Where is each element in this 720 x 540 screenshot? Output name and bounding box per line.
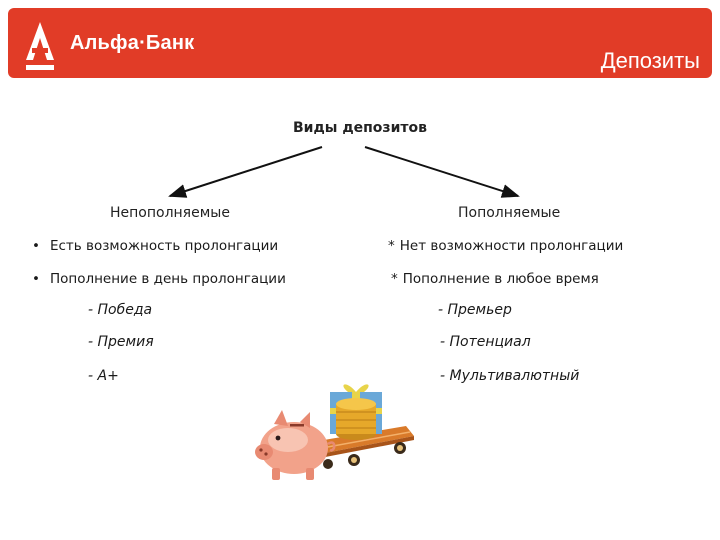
right-feature-item: *Нет возможности пролонгации xyxy=(388,238,623,254)
left-product-item: - Премия xyxy=(88,334,154,350)
right-product-item: - Премьер xyxy=(438,302,512,318)
brand-name: Альфа·Банк xyxy=(70,32,195,54)
alfa-bank-logo-icon xyxy=(26,22,54,70)
branch-title-non-replenishable: Непополняемые xyxy=(110,205,230,221)
left-feature-text: Есть возможность пролонгации xyxy=(49,238,279,254)
right-product-item: - Мультивалютный xyxy=(440,368,580,384)
asterisk-marker: * xyxy=(388,238,395,254)
left-feature-item: • Есть возможность пролонгации xyxy=(32,238,278,254)
asterisk-marker: * xyxy=(391,271,398,287)
piggy-bank-cart-icon xyxy=(255,384,414,480)
right-feature-item: *Пополнение в любое время xyxy=(391,271,599,287)
left-product-item: - А+ xyxy=(88,368,119,384)
arrow-to-replenishable xyxy=(364,146,520,198)
right-feature-text: Пополнение в любое время xyxy=(402,271,599,287)
right-product-item: - Потенциал xyxy=(440,334,531,350)
header-banner: Альфа·Банк Депозиты xyxy=(8,8,712,78)
branch-title-replenishable: Пополняемые xyxy=(458,205,561,221)
left-feature-item: • Пополнение в день пролонгации xyxy=(32,271,286,287)
right-feature-text: Нет возможности пролонгации xyxy=(399,238,624,254)
section-title: Депозиты xyxy=(600,48,700,73)
diagram-root-node: Виды депозитов xyxy=(293,120,427,136)
bullet-marker: • xyxy=(32,238,40,254)
arrow-to-non-replenishable xyxy=(168,146,323,198)
bullet-marker: • xyxy=(32,271,40,287)
left-product-item: - Победа xyxy=(88,302,153,318)
left-feature-text: Пополнение в день пролонгации xyxy=(49,271,286,287)
